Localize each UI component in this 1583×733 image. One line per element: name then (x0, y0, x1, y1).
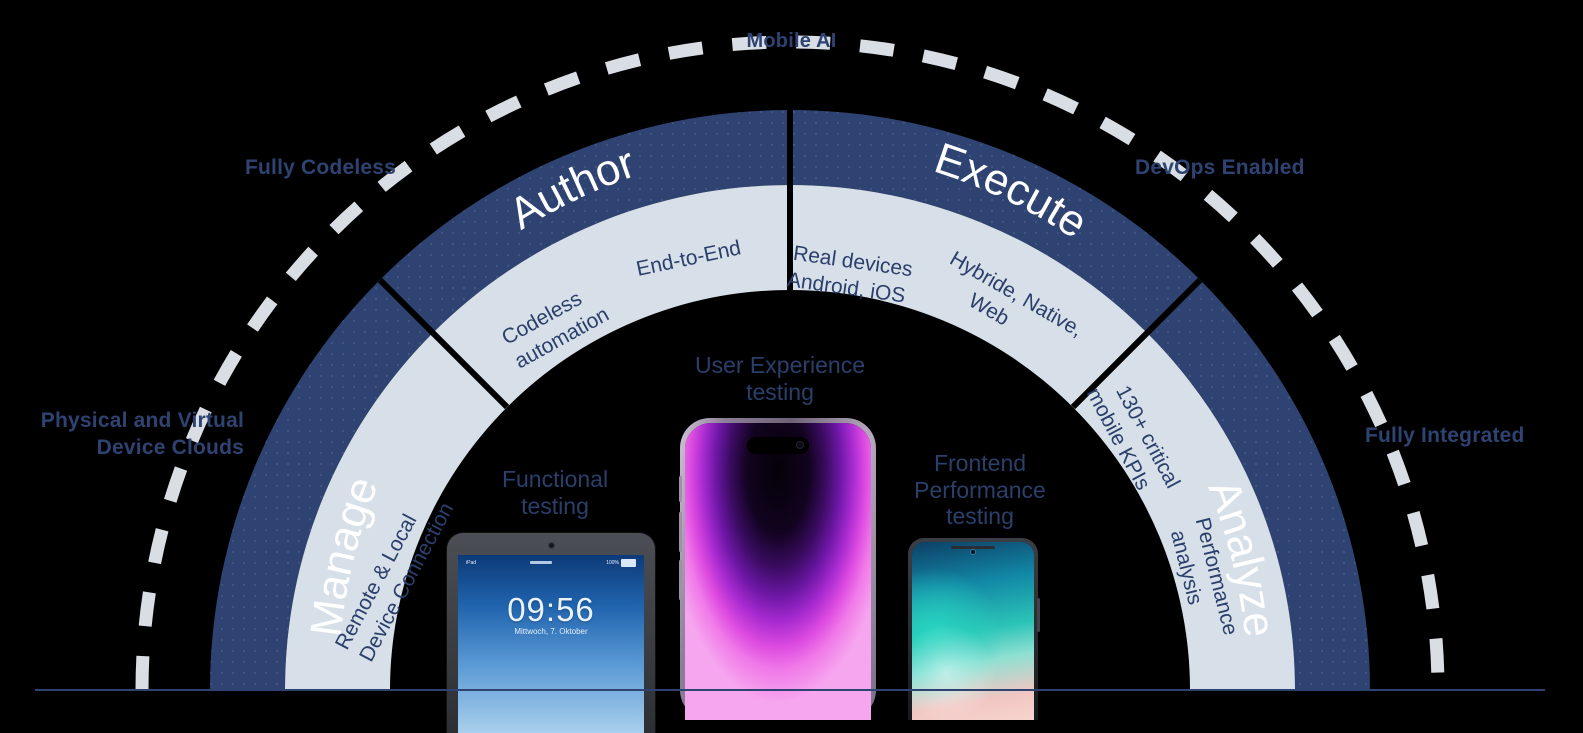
outer-ring-texture (210, 110, 1370, 690)
tablet-device-mockup: iPad 100% 09:56 Mittwoch, 7. Oktober (447, 533, 655, 733)
label-fully-codeless: Fully Codeless (245, 156, 397, 179)
label-func-line2: testing (521, 492, 589, 519)
divider-execute-analyze (1070, 277, 1203, 410)
phone-volume-down-button (679, 560, 682, 600)
tablet-camera-icon (549, 543, 554, 548)
label-physical-virtual-device-clouds: Physical and Virtual Device Clouds (12, 408, 244, 462)
tablet-clock: 09:56 (507, 591, 595, 628)
divider-manage-author (377, 277, 510, 410)
label-ux-line2: testing (746, 378, 814, 405)
baseline-divider (35, 689, 1545, 691)
phone-right-device-mockup (908, 538, 1040, 720)
label-user-experience-testing: User Experience testing (640, 352, 920, 405)
phone-center-frame (679, 418, 876, 720)
phone-center-device-mockup (679, 418, 876, 720)
label-frontend-performance-testing: Frontend Performance testing (895, 450, 1065, 530)
inner-light-ring (285, 185, 1295, 690)
phone-center-wallpaper (685, 423, 871, 720)
page-title: Mobile AI (746, 30, 837, 52)
tablet-status-center (530, 561, 553, 564)
phone-right-screen (912, 542, 1034, 720)
label-front-line2: Performance (914, 476, 1046, 503)
phone-center-screen (685, 423, 871, 720)
tablet-screen: iPad 100% 09:56 Mittwoch, 7. Oktober (458, 555, 644, 733)
dynamic-island (747, 437, 809, 454)
earpiece-speaker-icon (951, 546, 995, 549)
label-ux-line1: User Experience (694, 352, 866, 378)
tablet-carrier-label: iPad (466, 559, 477, 566)
front-camera-icon (796, 441, 804, 449)
label-functional-testing: Functional testing (455, 466, 655, 519)
tablet-date: Mittwoch, 7. Oktober (514, 627, 588, 636)
label-func-line1: Functional (501, 466, 609, 492)
phone-right-wallpaper (912, 542, 1034, 720)
phone-volume-up-button (679, 512, 682, 552)
phone-right-camera-icon (971, 550, 975, 554)
dashed-outer-arc (135, 35, 1445, 690)
battery-glyph (621, 558, 636, 567)
phone-mute-switch (679, 476, 682, 502)
label-physical-line2: Device Clouds (96, 435, 244, 459)
phone-right-frame (908, 538, 1040, 720)
label-front-line3: testing (946, 503, 1014, 530)
battery-icon: 100% (606, 558, 636, 567)
label-devops-enabled: DevOps Enabled (1135, 156, 1305, 179)
label-physical-line1: Physical and Virtual (40, 409, 244, 432)
tablet-status-bar: iPad 100% (462, 558, 640, 567)
phone-right-power-button (1037, 598, 1040, 632)
tablet-body: iPad 100% 09:56 Mittwoch, 7. Oktober (447, 533, 655, 733)
label-fully-integrated: Fully Integrated (1365, 424, 1525, 447)
tablet-battery-label: 100% (606, 559, 619, 566)
label-front-line1: Frontend (933, 450, 1027, 476)
